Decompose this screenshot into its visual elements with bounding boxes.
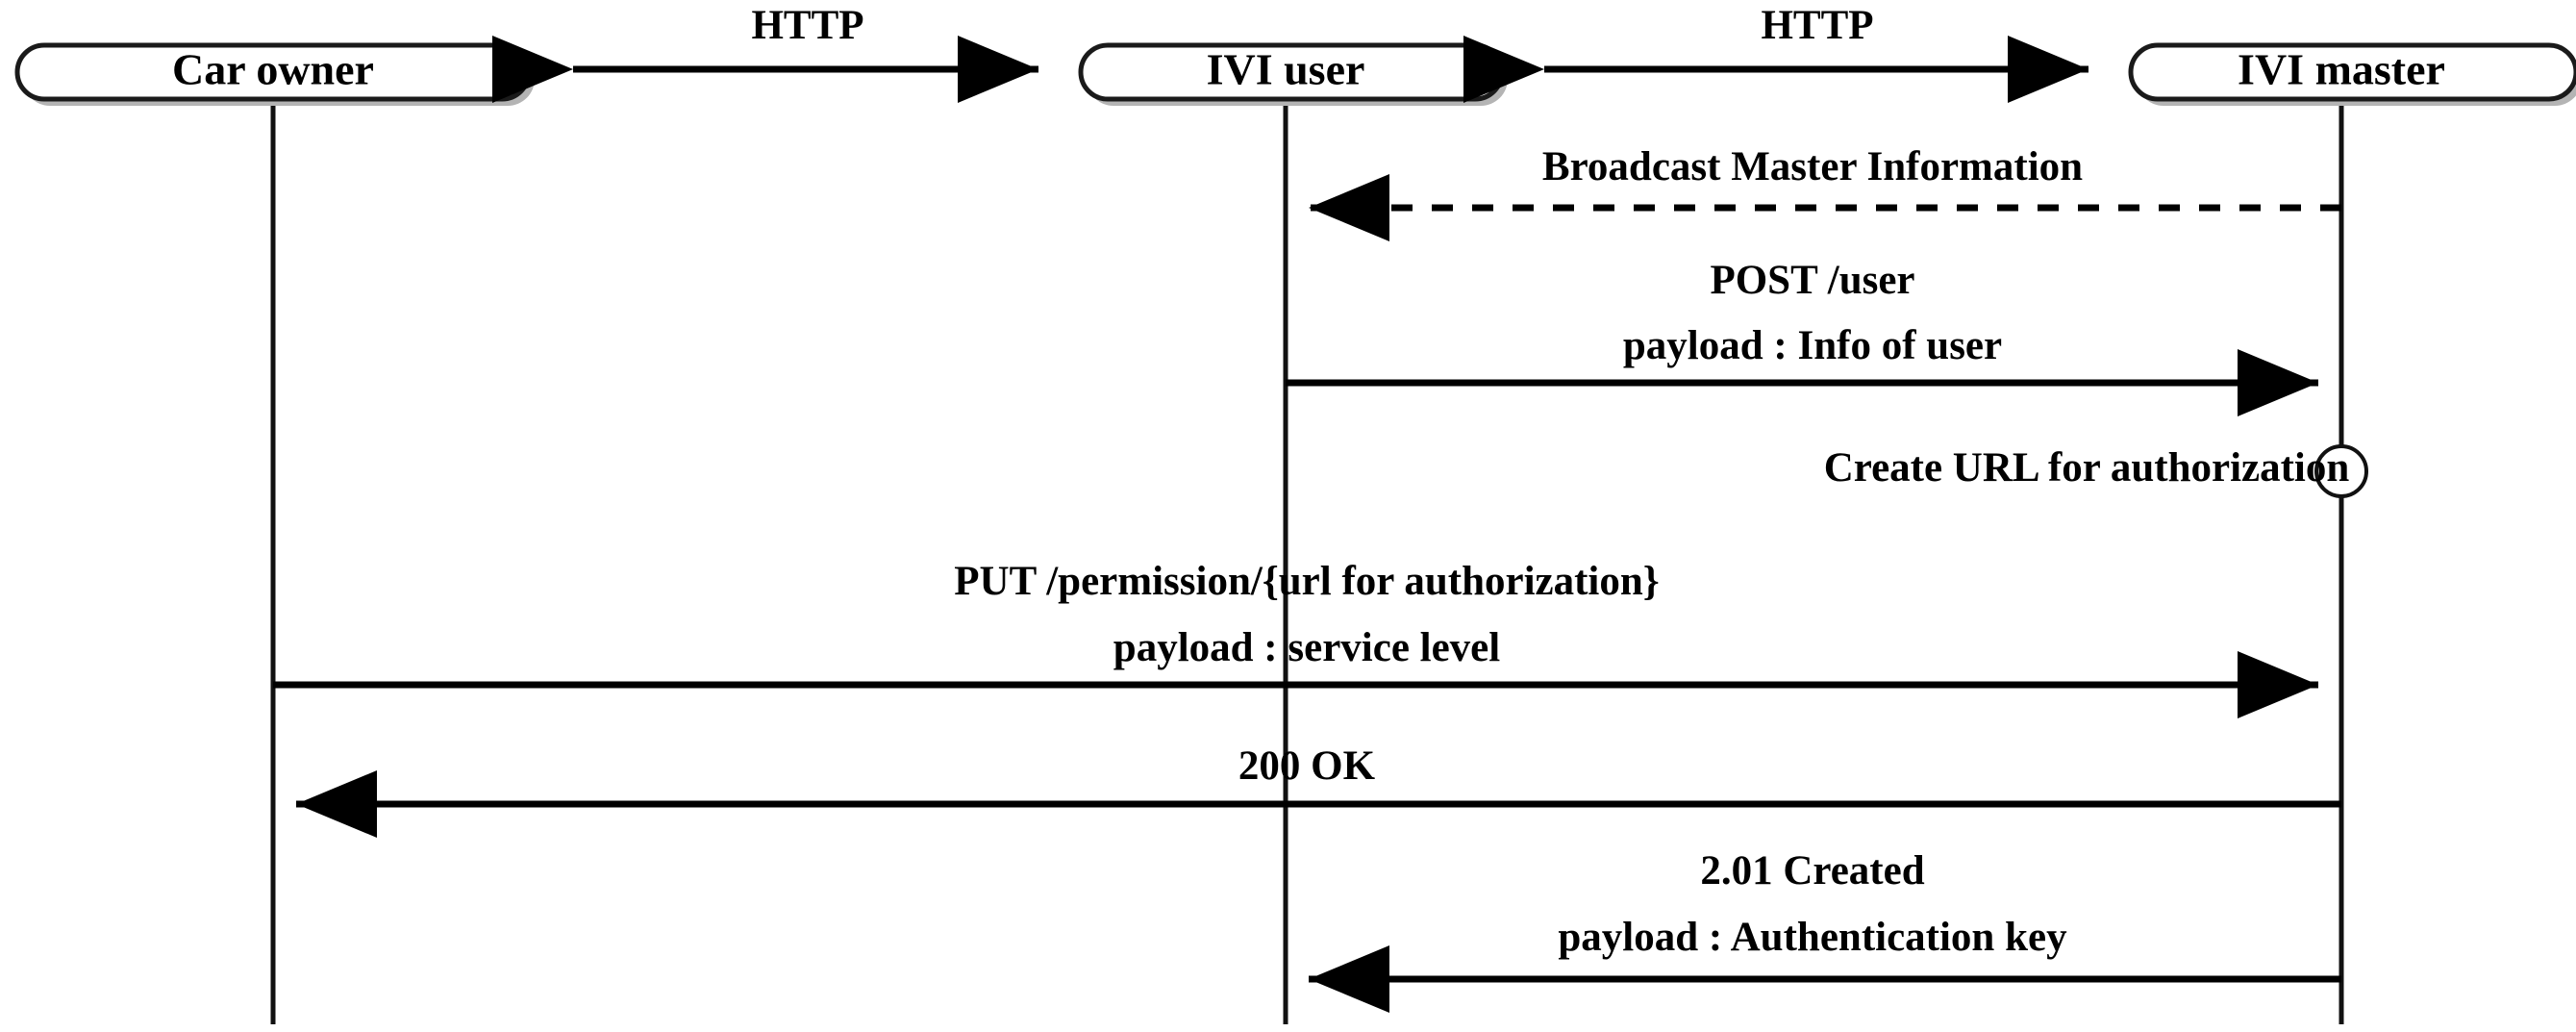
actor-ivi-user[interactable]: IVI user — [1078, 42, 1508, 106]
message-label-post-user-0: POST /user — [1710, 258, 1914, 303]
top-link-label-http-left: HTTP — [751, 3, 863, 48]
message-put-permission: PUT /permission/{url for authorization} p… — [273, 559, 2318, 718]
top-links-group: HTTP HTTP — [492, 3, 2088, 103]
message-201-created: 2.01 Created payload : Authentication key — [1309, 848, 2341, 1013]
message-label-201-created-0: 2.01 Created — [1700, 848, 1924, 894]
actor-car-owner[interactable]: Car owner — [14, 42, 535, 106]
message-label-201-created-1: payload : Authentication key — [1558, 915, 2067, 960]
message-label-broadcast-master-information-0: Broadcast Master Information — [1542, 144, 2083, 189]
self-action-circle-create-url-for-authorization[interactable] — [2314, 444, 2368, 498]
actor-label-car-owner: Car owner — [172, 45, 374, 94]
actor-box-ivi-master[interactable] — [2128, 42, 2576, 102]
message-label-post-user-1: payload : Info of user — [1623, 323, 2002, 368]
message-label-put-permission-1: payload : service level — [1113, 625, 1500, 670]
actor-label-ivi-user: IVI user — [1207, 45, 1365, 94]
actors-group: Car owner IVI user IVI master — [14, 42, 2576, 106]
top-link-label-http-right: HTTP — [1761, 3, 1873, 48]
message-200-ok: 200 OK — [296, 743, 2341, 838]
message-create-url-for-authorization: Create URL for authorization — [1824, 444, 2368, 498]
top-link-http-left: HTTP — [492, 3, 1038, 103]
top-link-http-right: HTTP — [1463, 3, 2088, 103]
message-broadcast-master-information: Broadcast Master Information — [1309, 144, 2341, 241]
message-label-put-permission-0: PUT /permission/{url for authorization} — [954, 559, 1659, 604]
message-post-user: POST /user payload : Info of user — [1286, 258, 2318, 416]
message-label-create-url-for-authorization-0: Create URL for authorization — [1824, 445, 2350, 491]
actor-ivi-master[interactable]: IVI master — [2128, 42, 2576, 106]
lifelines-group — [270, 99, 2344, 1024]
message-label-200-ok-0: 200 OK — [1238, 743, 1376, 789]
actor-label-ivi-master: IVI master — [2238, 45, 2445, 94]
